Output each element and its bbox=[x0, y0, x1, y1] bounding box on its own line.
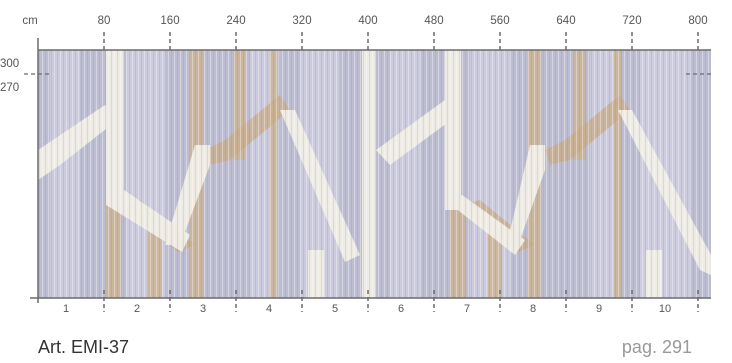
wallpaper-pattern bbox=[38, 50, 711, 298]
panel-number: 10 bbox=[659, 303, 671, 315]
panel-number: 5 bbox=[332, 303, 338, 315]
panel-number: 3 bbox=[200, 303, 206, 315]
ruler-tick-label: 400 bbox=[358, 15, 377, 27]
ruler-tick-label: 80 bbox=[98, 15, 111, 27]
ruler-tick-label: 240 bbox=[226, 15, 245, 27]
height-label-270: 270 bbox=[0, 82, 19, 94]
ruler-tick-label: 160 bbox=[160, 15, 179, 27]
ruler-tick-label: 640 bbox=[556, 15, 575, 27]
bottom-ruler-ticks bbox=[103, 290, 699, 312]
height-label-300: 300 bbox=[0, 58, 19, 70]
panel-number: 7 bbox=[464, 303, 470, 315]
ruler-tick-label: 800 bbox=[688, 15, 707, 27]
ruler-frame bbox=[24, 38, 712, 303]
article-code: Art. EMI-37 bbox=[38, 337, 130, 357]
ruler-tick-label: 560 bbox=[490, 15, 509, 27]
ruler-tick-label: 480 bbox=[424, 15, 443, 27]
panel-number: 9 bbox=[596, 303, 602, 315]
panel-number: 4 bbox=[266, 303, 272, 315]
panel-number: 6 bbox=[398, 303, 404, 315]
ruler-tick-label: 320 bbox=[292, 15, 311, 27]
panel-number: 2 bbox=[134, 303, 140, 315]
page-number: pag. 291 bbox=[621, 337, 692, 357]
ruler-tick-label: 720 bbox=[622, 15, 641, 27]
panel-number: 8 bbox=[530, 303, 536, 315]
ruler-unit-label: cm bbox=[22, 15, 37, 27]
panel-number: 1 bbox=[63, 303, 69, 315]
top-ruler-ticks bbox=[103, 32, 699, 50]
